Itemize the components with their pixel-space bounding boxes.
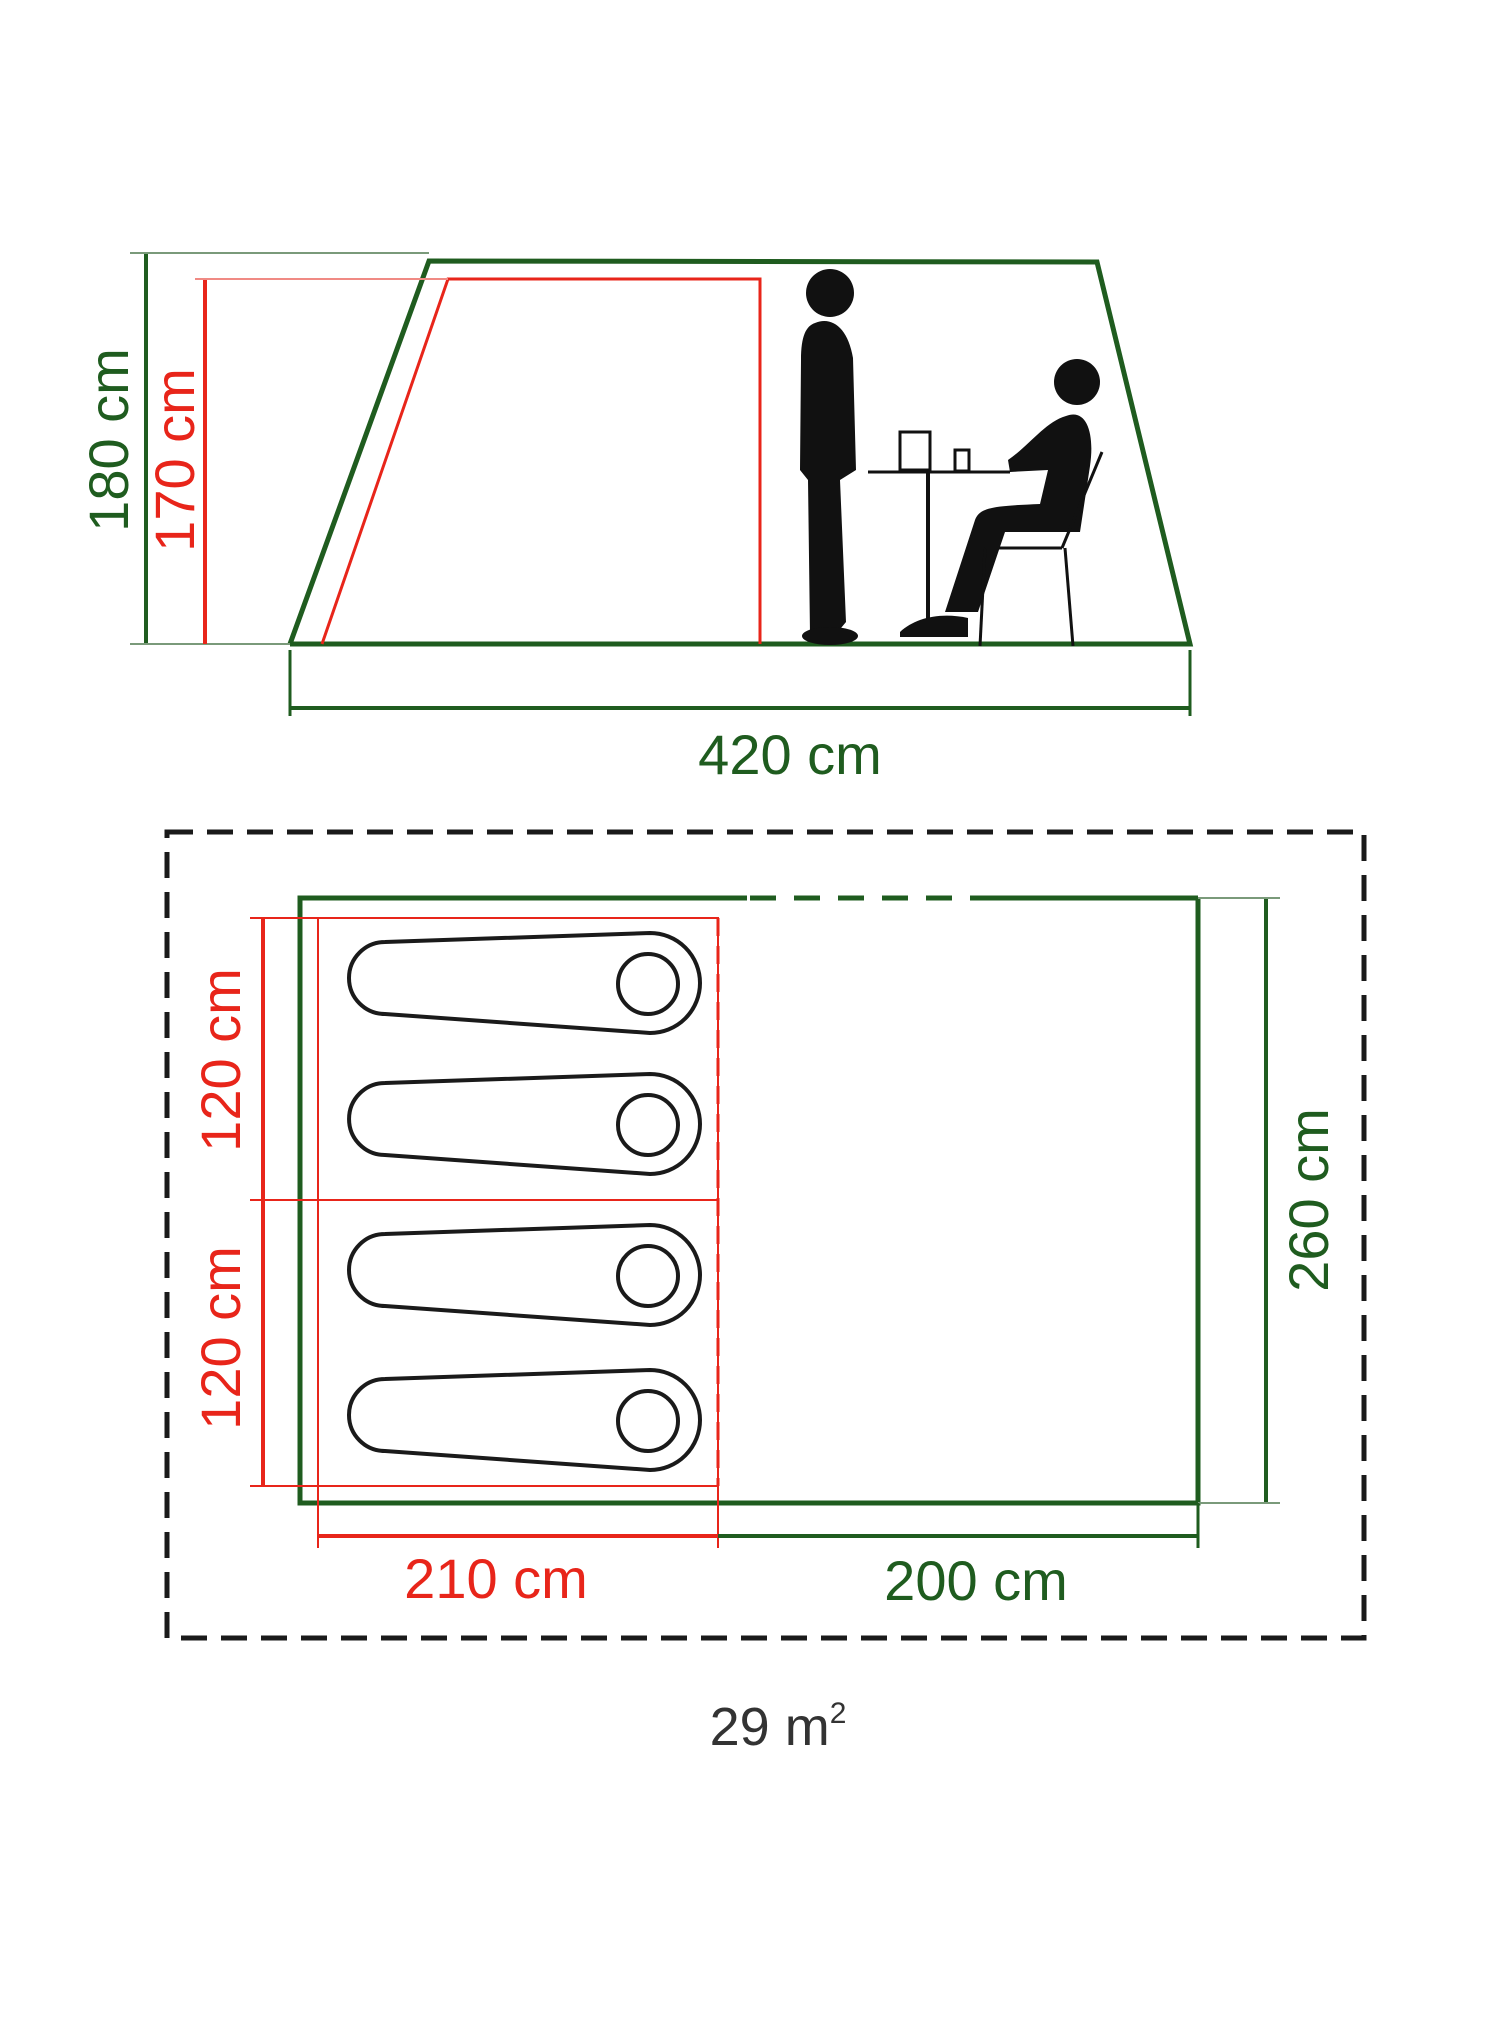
footprint-dashed-outline <box>164 829 1367 1641</box>
cup-icon <box>953 448 971 473</box>
height-170-label: 170 cm <box>143 368 206 552</box>
sleeping-bag-icon <box>347 930 702 1036</box>
sleeping-bag-icon <box>347 1367 702 1473</box>
sleeping-bag-icon <box>347 1222 702 1328</box>
tent-outer-outline <box>287 258 1194 647</box>
chair-icon <box>978 451 1104 647</box>
height-180-label: 180 cm <box>77 348 140 532</box>
seated-person-icon <box>900 359 1100 637</box>
sleeping-bag-icon <box>347 1071 702 1177</box>
standing-person-icon <box>800 269 858 645</box>
inner-tent-outline <box>320 277 762 645</box>
area-value: 29 m <box>710 1697 830 1757</box>
length-200-label: 200 cm <box>884 1549 1068 1612</box>
bedroom-outline <box>317 917 719 1487</box>
area-exponent: 2 <box>830 1697 847 1730</box>
table-icon <box>868 470 1010 625</box>
floor-plan: 120 cm 120 cm 260 cm 210 cm 200 cm 29 m2 <box>164 829 1367 1757</box>
area-label: 29 m2 <box>710 1697 847 1757</box>
length-420-label: 420 cm <box>698 723 882 786</box>
side-view: 180 cm 170 cm 420 cm <box>77 252 1194 786</box>
width-260-label: 260 cm <box>1277 1108 1340 1292</box>
width-120-bottom-label: 120 cm <box>189 1246 252 1430</box>
length-210-label: 210 cm <box>404 1547 588 1610</box>
tent-floor-outline <box>297 895 1201 1506</box>
width-120-top-label: 120 cm <box>189 968 252 1152</box>
cup-icon <box>898 430 932 472</box>
